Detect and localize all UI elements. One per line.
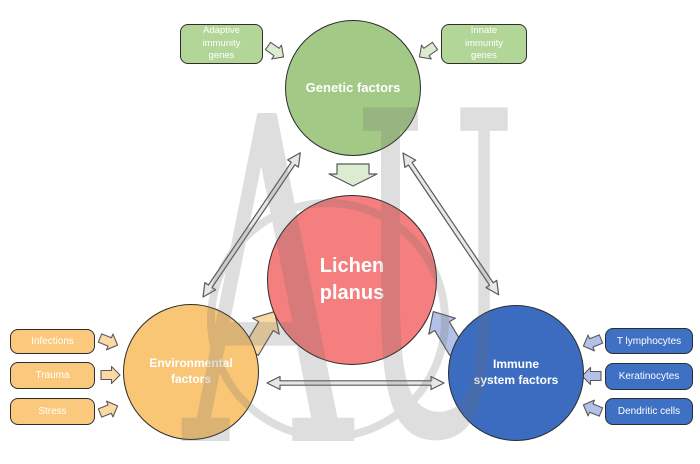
infections-arrow [97, 333, 119, 351]
dendritic-cells-box: Dendritic cells [605, 398, 693, 425]
genetic-factors-label: Genetic factors [305, 79, 401, 95]
t-lymphocytes-arrow [582, 334, 604, 352]
keratinocytes-box: Keratinocytes [605, 363, 693, 390]
innate-immunity-genes-label: Innate immunity genes [464, 25, 503, 62]
trauma-label: Trauma [35, 370, 70, 381]
t-lymphocytes-label: T lymphocytes [616, 335, 682, 347]
innate-immunity-genes-box: Innate immunity genes [441, 24, 527, 64]
immune-system-factors-label: Immune system factors [473, 357, 559, 387]
dendritic-cells-label: Dendritic cells [617, 406, 681, 417]
trauma-box: Trauma [10, 362, 95, 389]
adaptive-immunity-genes-label: Adaptive immunity genes [202, 25, 241, 62]
stress-arrow [97, 400, 119, 418]
environmental-factors-circle: Environmental factors [123, 304, 259, 440]
genetic-factors-circle: Genetic factors [285, 20, 421, 156]
innate-genes-arrow [418, 41, 439, 60]
environmental-immune-double-arrow [266, 375, 445, 391]
adaptive-genes-arrow [264, 41, 285, 60]
keratinocytes-arrow [581, 366, 602, 386]
keratinocytes-label: Keratinocytes [618, 371, 680, 382]
t-lymphocytes-box: T lymphocytes [605, 328, 693, 354]
environmental-factors-label: Environmental factors [149, 356, 233, 386]
dendritic-cells-arrow [582, 399, 604, 417]
infections-label: Infections [31, 336, 74, 347]
immune-system-factors-circle: Immune system factors [448, 305, 584, 441]
adaptive-immunity-genes-box: Adaptive immunity genes [180, 24, 263, 64]
genetic-to-lichen-arrow [328, 163, 378, 187]
lichen-planus-circle: Lichen planus [267, 195, 437, 365]
infections-box: Infections [10, 329, 95, 354]
lichen-planus-label: Lichen planus [319, 255, 385, 304]
stress-box: Stress [10, 398, 95, 425]
trauma-arrow [100, 365, 121, 385]
stress-label: Stress [38, 406, 67, 417]
